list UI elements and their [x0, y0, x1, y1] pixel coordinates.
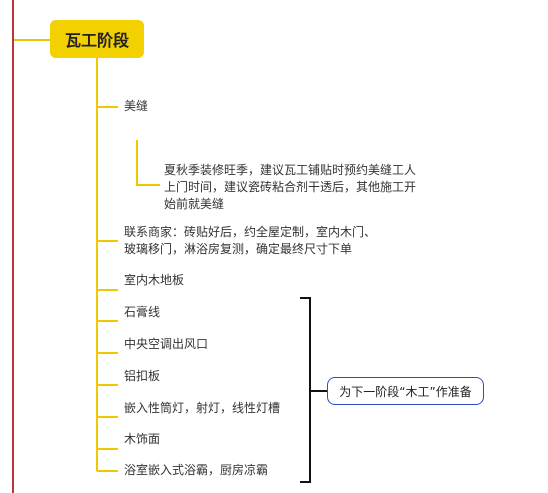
- node-contact[interactable]: 联系商家：砖贴好后，约全屋定制，室内木门、 玻璃移门，淋浴房复测，确定最终尺寸下…: [124, 224, 376, 258]
- node-meifeng-note[interactable]: 夏秋季装修旺季，建议瓦工铺贴时预约美缝工人 上门时间，建议瓷砖粘合剂干透后，其他…: [164, 162, 416, 213]
- sub-trunk: [136, 140, 138, 186]
- branch-connector: [96, 106, 118, 108]
- branch-connector: [96, 289, 118, 291]
- main-trunk: [96, 58, 98, 470]
- branch-connector: [96, 320, 118, 322]
- branch-connector: [96, 352, 118, 354]
- bracket-top: [300, 297, 311, 299]
- contact-line: 联系商家：砖贴好后，约全屋定制，室内木门、: [124, 225, 377, 239]
- summary-node[interactable]: 为下一阶段“木工”作准备: [327, 377, 484, 405]
- branch-connector: [96, 448, 118, 450]
- note-line: 始前就美缝: [164, 197, 225, 211]
- note-line: 夏秋季装修旺季，建议瓦工铺贴时预约美缝工人: [164, 163, 417, 177]
- node-meifeng[interactable]: 美缝: [124, 99, 149, 113]
- node-wood-finish[interactable]: 木饰面: [124, 432, 161, 446]
- node-floor[interactable]: 室内木地板: [124, 273, 185, 287]
- bracket-bottom: [300, 481, 311, 483]
- bracket-vertical: [309, 297, 311, 483]
- branch-connector: [96, 416, 118, 418]
- branch-connector: [96, 384, 118, 386]
- node-ceiling[interactable]: 铝扣板: [124, 369, 161, 383]
- node-gypsum[interactable]: 石膏线: [124, 305, 161, 319]
- root-label: 瓦工阶段: [64, 31, 129, 50]
- contact-line: 玻璃移门，淋浴房复测，确定最终尺寸下单: [124, 242, 353, 256]
- branch-connector: [96, 470, 118, 472]
- node-lights[interactable]: 嵌入性筒灯，射灯，线性灯槽: [124, 401, 281, 415]
- root-connector: [14, 39, 52, 41]
- summary-label: 为下一阶段“木工”作准备: [339, 384, 472, 399]
- left-border-line: [12, 0, 14, 493]
- bracket-connector: [311, 390, 327, 392]
- note-line: 上门时间，建议瓷砖粘合剂干透后，其他施工开: [164, 180, 417, 194]
- root-node[interactable]: 瓦工阶段: [50, 20, 144, 58]
- node-ac-vent[interactable]: 中央空调出风口: [124, 337, 209, 351]
- node-bath[interactable]: 浴室嵌入式浴霸，厨房凉霸: [124, 463, 269, 477]
- sub-branch-connector: [136, 184, 160, 186]
- branch-connector: [96, 240, 118, 242]
